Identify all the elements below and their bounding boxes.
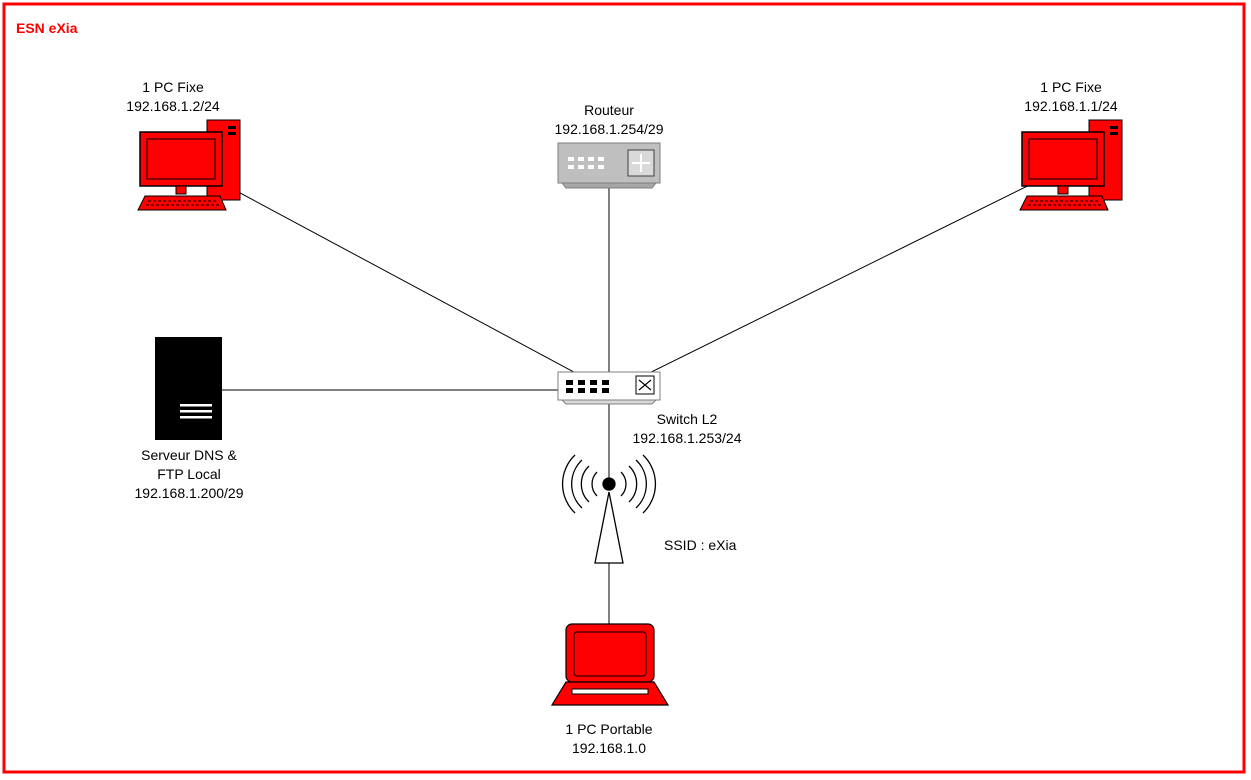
link-pc-left-switch [187, 164, 599, 386]
link-pc-right-switch [624, 164, 1071, 386]
laptop-label: 1 PC Portable 192.168.1.0 [534, 720, 684, 758]
switch-ip: 192.168.1.253/24 [632, 430, 742, 446]
laptop-name: 1 PC Portable [565, 721, 653, 737]
desktop-pc-icon [1019, 119, 1123, 211]
laptop-ip: 192.168.1.0 [572, 740, 646, 756]
wireless-antenna-icon [561, 454, 657, 564]
server-label: Serveur DNS & FTP Local 192.168.1.200/29 [104, 446, 274, 503]
switch-name: Switch L2 [656, 411, 718, 427]
desktop-pc-icon [137, 119, 241, 211]
switch-icon [557, 371, 661, 405]
router-ip: 192.168.1.254/29 [554, 121, 664, 137]
pc-left-ip: 192.168.1.2/24 [126, 98, 220, 114]
server-icon [155, 337, 222, 440]
server-name-line1: Serveur DNS & [141, 447, 237, 463]
pc-left-label: 1 PC Fixe 192.168.1.2/24 [98, 78, 248, 116]
diagram-title: ESN eXia [16, 20, 78, 36]
switch-label: Switch L2 192.168.1.253/24 [602, 410, 772, 448]
connections [187, 164, 1071, 662]
router-label: Routeur 192.168.1.254/29 [534, 101, 684, 139]
router-name: Routeur [584, 102, 634, 118]
pc-left-name: 1 PC Fixe [142, 79, 204, 95]
wifi-ssid-label: SSID : eXia [664, 537, 737, 553]
laptop-icon [550, 623, 670, 706]
server-name-line2: FTP Local [157, 466, 221, 482]
pc-right-label: 1 PC Fixe 192.168.1.1/24 [996, 78, 1146, 116]
router-icon [557, 142, 661, 189]
pc-right-name: 1 PC Fixe [1040, 79, 1102, 95]
pc-right-ip: 192.168.1.1/24 [1024, 98, 1118, 114]
server-ip: 192.168.1.200/29 [134, 485, 244, 501]
